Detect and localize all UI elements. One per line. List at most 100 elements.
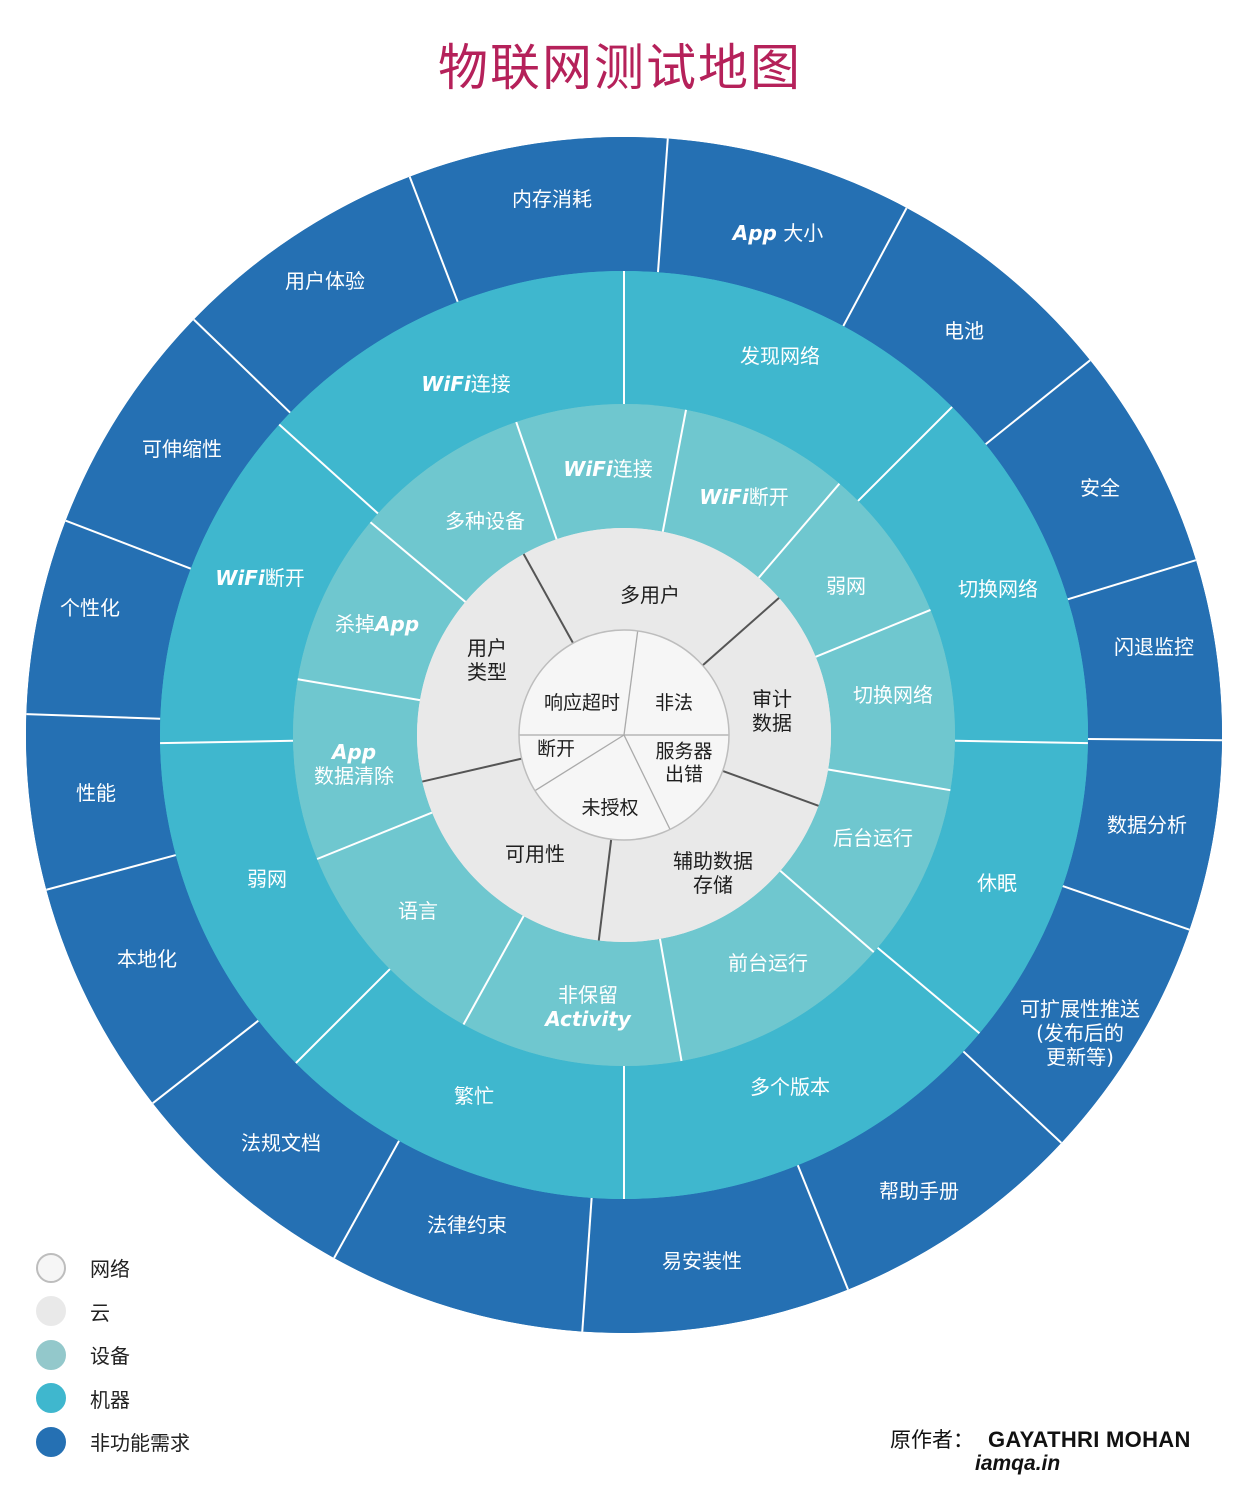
segment — [193, 176, 458, 413]
segment — [657, 138, 907, 327]
ring-network — [518, 629, 730, 841]
segment-divider — [842, 207, 908, 327]
segment — [334, 1140, 592, 1332]
segment — [152, 1020, 400, 1259]
segment-divider — [408, 176, 459, 303]
segment — [409, 136, 668, 302]
legend-item-nonfunctional: 非功能需求 — [36, 1420, 190, 1464]
segment-divider — [278, 423, 379, 515]
segment-divider — [962, 1050, 1063, 1144]
legend-swatch-device — [36, 1339, 66, 1370]
segment-label: 用户体验 — [285, 269, 365, 293]
segment-divider — [534, 734, 625, 792]
segment-label: WiFi连接 — [421, 372, 510, 396]
segment-label: 电池 — [944, 319, 984, 343]
segment-label: WiFi连接 — [563, 457, 652, 481]
segment-divider — [757, 483, 841, 579]
segment-divider — [815, 609, 931, 658]
segment — [843, 207, 1091, 445]
segment-divider — [297, 678, 421, 702]
segment-divider — [522, 553, 574, 644]
segment-label: 繁忙 — [454, 1084, 494, 1108]
segment — [598, 770, 819, 942]
segment-label: 非法 — [655, 692, 693, 714]
segment-divider — [954, 739, 1088, 745]
legend-label: 设备 — [90, 1344, 130, 1369]
segment — [963, 886, 1190, 1143]
legend-label: 网络 — [90, 1257, 130, 1282]
segment — [659, 870, 874, 1061]
segment-divider — [597, 839, 613, 941]
segment — [65, 319, 291, 569]
segment — [858, 406, 1088, 744]
network-ring-outline — [518, 629, 730, 841]
segment — [877, 740, 1088, 1034]
segment-label: 个性化 — [60, 596, 120, 620]
legend-swatch-network — [36, 1252, 66, 1283]
segment-label: App 大小 — [731, 221, 823, 245]
segment-label: 数据分析 — [1107, 813, 1187, 837]
segment — [797, 1051, 1062, 1290]
segment-label: 用户类型 — [467, 636, 507, 684]
segment — [1062, 739, 1222, 930]
segment — [624, 630, 729, 735]
segment-label: 响应超时 — [544, 692, 620, 714]
segment-divider — [779, 870, 875, 953]
segment-divider — [65, 519, 192, 570]
segment — [160, 740, 390, 1064]
segment-divider — [333, 1140, 400, 1259]
segment-divider — [462, 915, 525, 1025]
segment-label: 多用户 — [620, 583, 680, 607]
segment — [422, 758, 612, 941]
segment-divider — [857, 406, 953, 502]
segment — [26, 714, 176, 890]
segment-divider — [316, 811, 433, 860]
segment — [523, 528, 780, 666]
segment-divider — [26, 713, 161, 720]
segment-label: 法律约束 — [427, 1213, 507, 1237]
segment-divider — [876, 946, 981, 1035]
credit-block: 原作者： GAYATHRI MOHAN iamqa.in — [890, 1424, 1191, 1476]
segment — [519, 735, 624, 791]
segment-label: 可伸缩性 — [142, 437, 222, 461]
segment-label: 内存消耗 — [512, 187, 592, 211]
segment — [519, 630, 638, 735]
legend: 网络 云 设备 机器 非功能需求 — [36, 1246, 190, 1464]
legend-item-network: 网络 — [36, 1246, 190, 1290]
segment-divider — [623, 734, 671, 830]
credit-prefix: 原作者： — [890, 1428, 974, 1452]
legend-item-device: 设备 — [36, 1333, 190, 1377]
segment-label: 未授权 — [581, 797, 638, 819]
segment-divider — [193, 318, 291, 414]
segment — [582, 1165, 849, 1333]
segment-divider — [160, 739, 294, 745]
segment-label: 弱网 — [247, 867, 287, 891]
segment — [317, 812, 524, 1025]
segment-divider — [701, 597, 780, 667]
segment-label: 可用性 — [505, 842, 565, 866]
segment — [624, 735, 729, 830]
segment — [815, 609, 956, 791]
segment — [463, 916, 682, 1066]
legend-item-machine: 机器 — [36, 1377, 190, 1421]
segment-label: 法规文档 — [241, 1131, 321, 1155]
segment — [702, 597, 831, 806]
segment-label: 本地化 — [117, 947, 177, 971]
segment-label: WiFi断开 — [215, 566, 304, 590]
segment-label: 闪退监控 — [1114, 635, 1194, 659]
segment — [416, 553, 574, 782]
segment-label: 后台运行 — [833, 826, 913, 850]
segment — [370, 422, 557, 602]
segment-label: 弱网 — [826, 574, 866, 598]
legend-swatch-machine — [36, 1383, 66, 1414]
segment-divider — [1067, 559, 1197, 601]
segment-divider — [581, 1197, 593, 1332]
segment — [985, 360, 1196, 600]
segment — [160, 424, 379, 744]
segment-label: 多个版本 — [750, 1075, 830, 1099]
segment-label: 多种设备 — [445, 509, 525, 533]
legend-item-cloud: 云 — [36, 1290, 190, 1334]
segment-label: 语言 — [398, 899, 438, 923]
